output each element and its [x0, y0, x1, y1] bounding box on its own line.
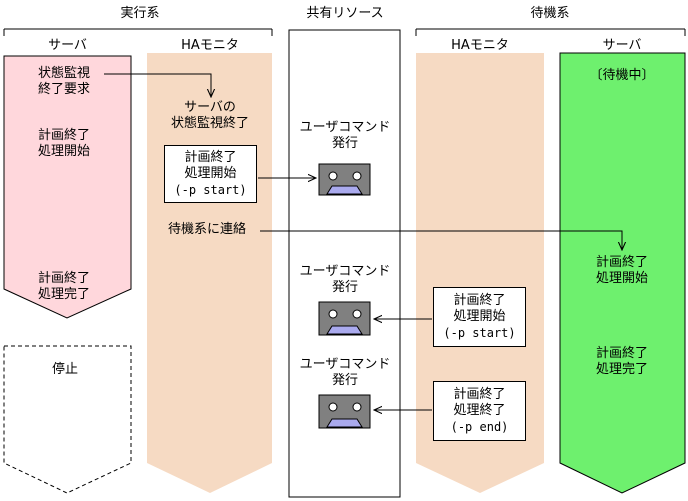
standby-group-bracket	[415, 28, 686, 36]
standby-planned-stop-start: 計画終了 処理開始	[595, 255, 648, 286]
standby-server-header: サーバ	[602, 38, 642, 53]
active-server-stopped-label: 停止	[52, 362, 79, 377]
standby-planned-stop-done: 計画終了 処理完了	[595, 346, 648, 377]
user-command-icon-3	[318, 394, 371, 429]
user-command-label-3: ユーザコマンド 発行	[299, 357, 391, 388]
arrow-stop-request-to-ha	[104, 73, 211, 97]
active-ha-command-box: 計画終了 処理開始 (-p start)	[164, 145, 257, 203]
active-ha-header: HAモニタ	[181, 38, 239, 53]
standby-server-lane	[559, 52, 686, 494]
arrow-notify-standby	[260, 230, 622, 250]
shared-group-title: 共有リソース	[306, 6, 384, 21]
active-server-stopped-lane	[3, 345, 132, 494]
active-planned-stop-done: 計画終了 処理完了	[38, 271, 91, 302]
user-command-label-1: ユーザコマンド 発行	[299, 120, 391, 151]
standby-group-title: 待機系	[530, 6, 570, 21]
active-group-title: 実行系	[120, 6, 160, 21]
active-planned-stop-start: 計画終了 処理開始	[38, 128, 91, 159]
user-command-label-2: ユーザコマンド 発行	[299, 264, 391, 295]
standby-ha-start-box: 計画終了 処理開始 (-p start)	[433, 287, 526, 347]
notify-standby-label: 待機系に連絡	[168, 222, 247, 237]
monitor-stop-request: 状態監視 終了要求	[38, 66, 91, 97]
active-server-header: サーバ	[48, 38, 87, 53]
ha-monitor-stopped: サーバの 状態監視終了	[170, 100, 249, 131]
standby-ha-end-box: 計画終了 処理終了 (-p end)	[433, 381, 526, 441]
user-command-icon-1	[318, 163, 371, 196]
user-command-icon-2	[318, 301, 371, 336]
standby-waiting-label: 〔待機中〕	[589, 68, 655, 83]
active-server-lane	[3, 55, 132, 319]
standby-ha-header: HAモニタ	[451, 38, 509, 53]
active-group-bracket	[3, 28, 273, 36]
